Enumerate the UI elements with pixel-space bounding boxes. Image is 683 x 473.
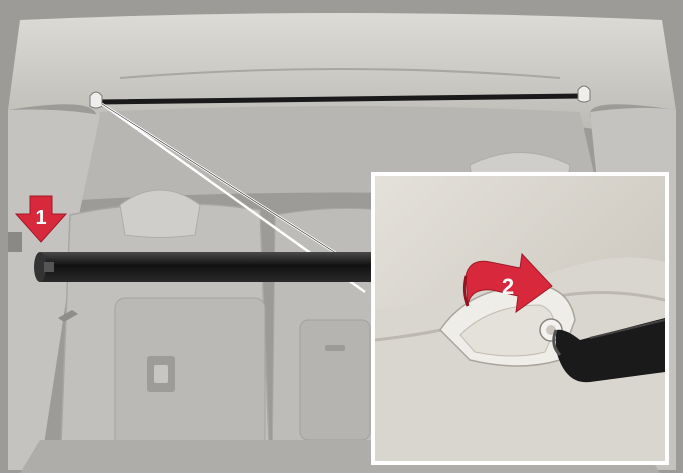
- left-mount: [90, 92, 102, 108]
- step-2-number: 2: [502, 274, 514, 299]
- right-mount: [578, 86, 590, 102]
- load-barrier-lower: [34, 252, 376, 282]
- seat-back-panel: [115, 298, 265, 448]
- step-1-number: 1: [35, 207, 46, 229]
- detail-inset: 2: [371, 172, 669, 465]
- headrest-left: [120, 190, 200, 238]
- seat-back-panel-middle: [300, 320, 370, 440]
- lower-bar-end-fitting: [44, 262, 54, 272]
- lower-bar: [36, 252, 376, 282]
- seat-release-handle-inner: [154, 365, 168, 383]
- side-bracket: [8, 232, 22, 252]
- seat-strap: [325, 345, 345, 351]
